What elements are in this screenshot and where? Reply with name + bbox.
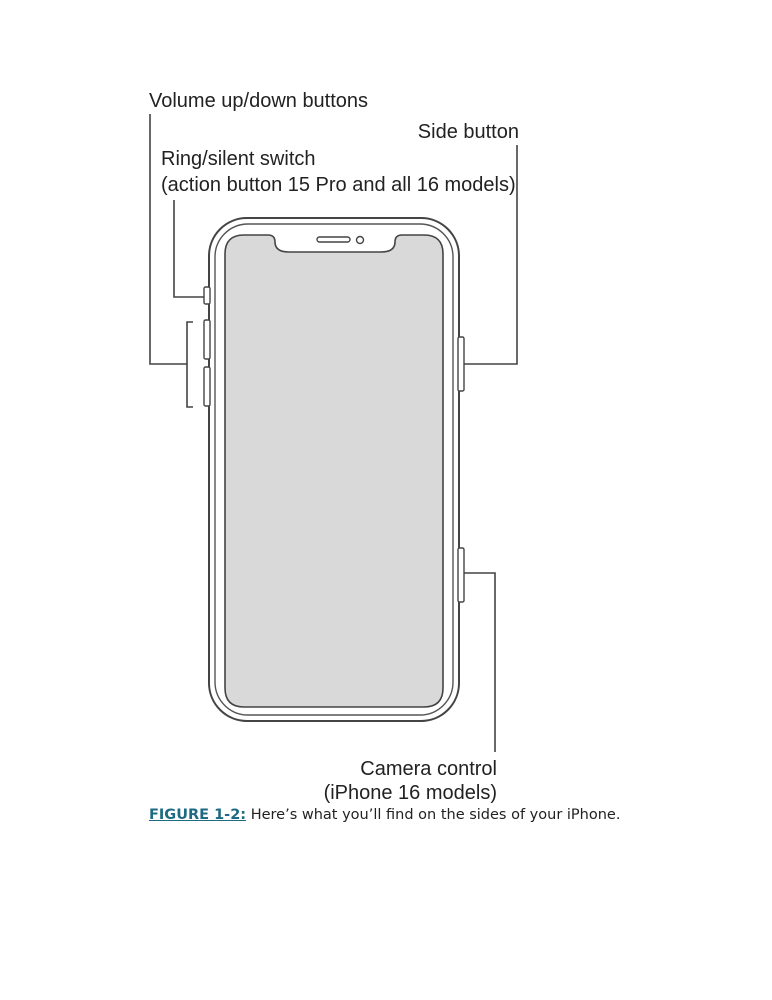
side-button-label: Side button xyxy=(418,121,519,143)
volume-bracket xyxy=(186,321,193,408)
ring-switch-label-line2: (action button 15 Pro and all 16 models) xyxy=(161,174,516,196)
ring-silent-switch xyxy=(203,286,211,305)
figure-caption: FIGURE 1-2: Here’s what you’ll find on t… xyxy=(149,807,620,823)
side-leader-line xyxy=(464,145,518,365)
camera-control-button xyxy=(457,547,465,603)
camera-control-label-line1: Camera control xyxy=(360,758,497,780)
volume-label: Volume up/down buttons xyxy=(149,90,368,112)
figure-reference-link[interactable]: FIGURE 1-2: xyxy=(149,807,247,823)
figure-caption-text: Here’s what you’ll find on the sides of … xyxy=(250,807,621,823)
camera-control-label-line2: (iPhone 16 models) xyxy=(324,782,497,804)
phone-frame-inner xyxy=(214,223,454,716)
camera-leader-line xyxy=(464,572,496,752)
speaker-grille xyxy=(316,236,351,243)
phone-screen xyxy=(224,234,444,708)
volume-down-button xyxy=(203,366,211,407)
volume-leader-line xyxy=(149,114,187,365)
ring-switch-label-line1: Ring/silent switch xyxy=(161,148,316,170)
iphone-illustration xyxy=(203,217,465,722)
side-button xyxy=(457,336,465,392)
volume-up-button xyxy=(203,319,211,360)
front-camera xyxy=(355,235,365,245)
ring-leader-line xyxy=(173,200,204,298)
leader-lines xyxy=(149,114,518,752)
